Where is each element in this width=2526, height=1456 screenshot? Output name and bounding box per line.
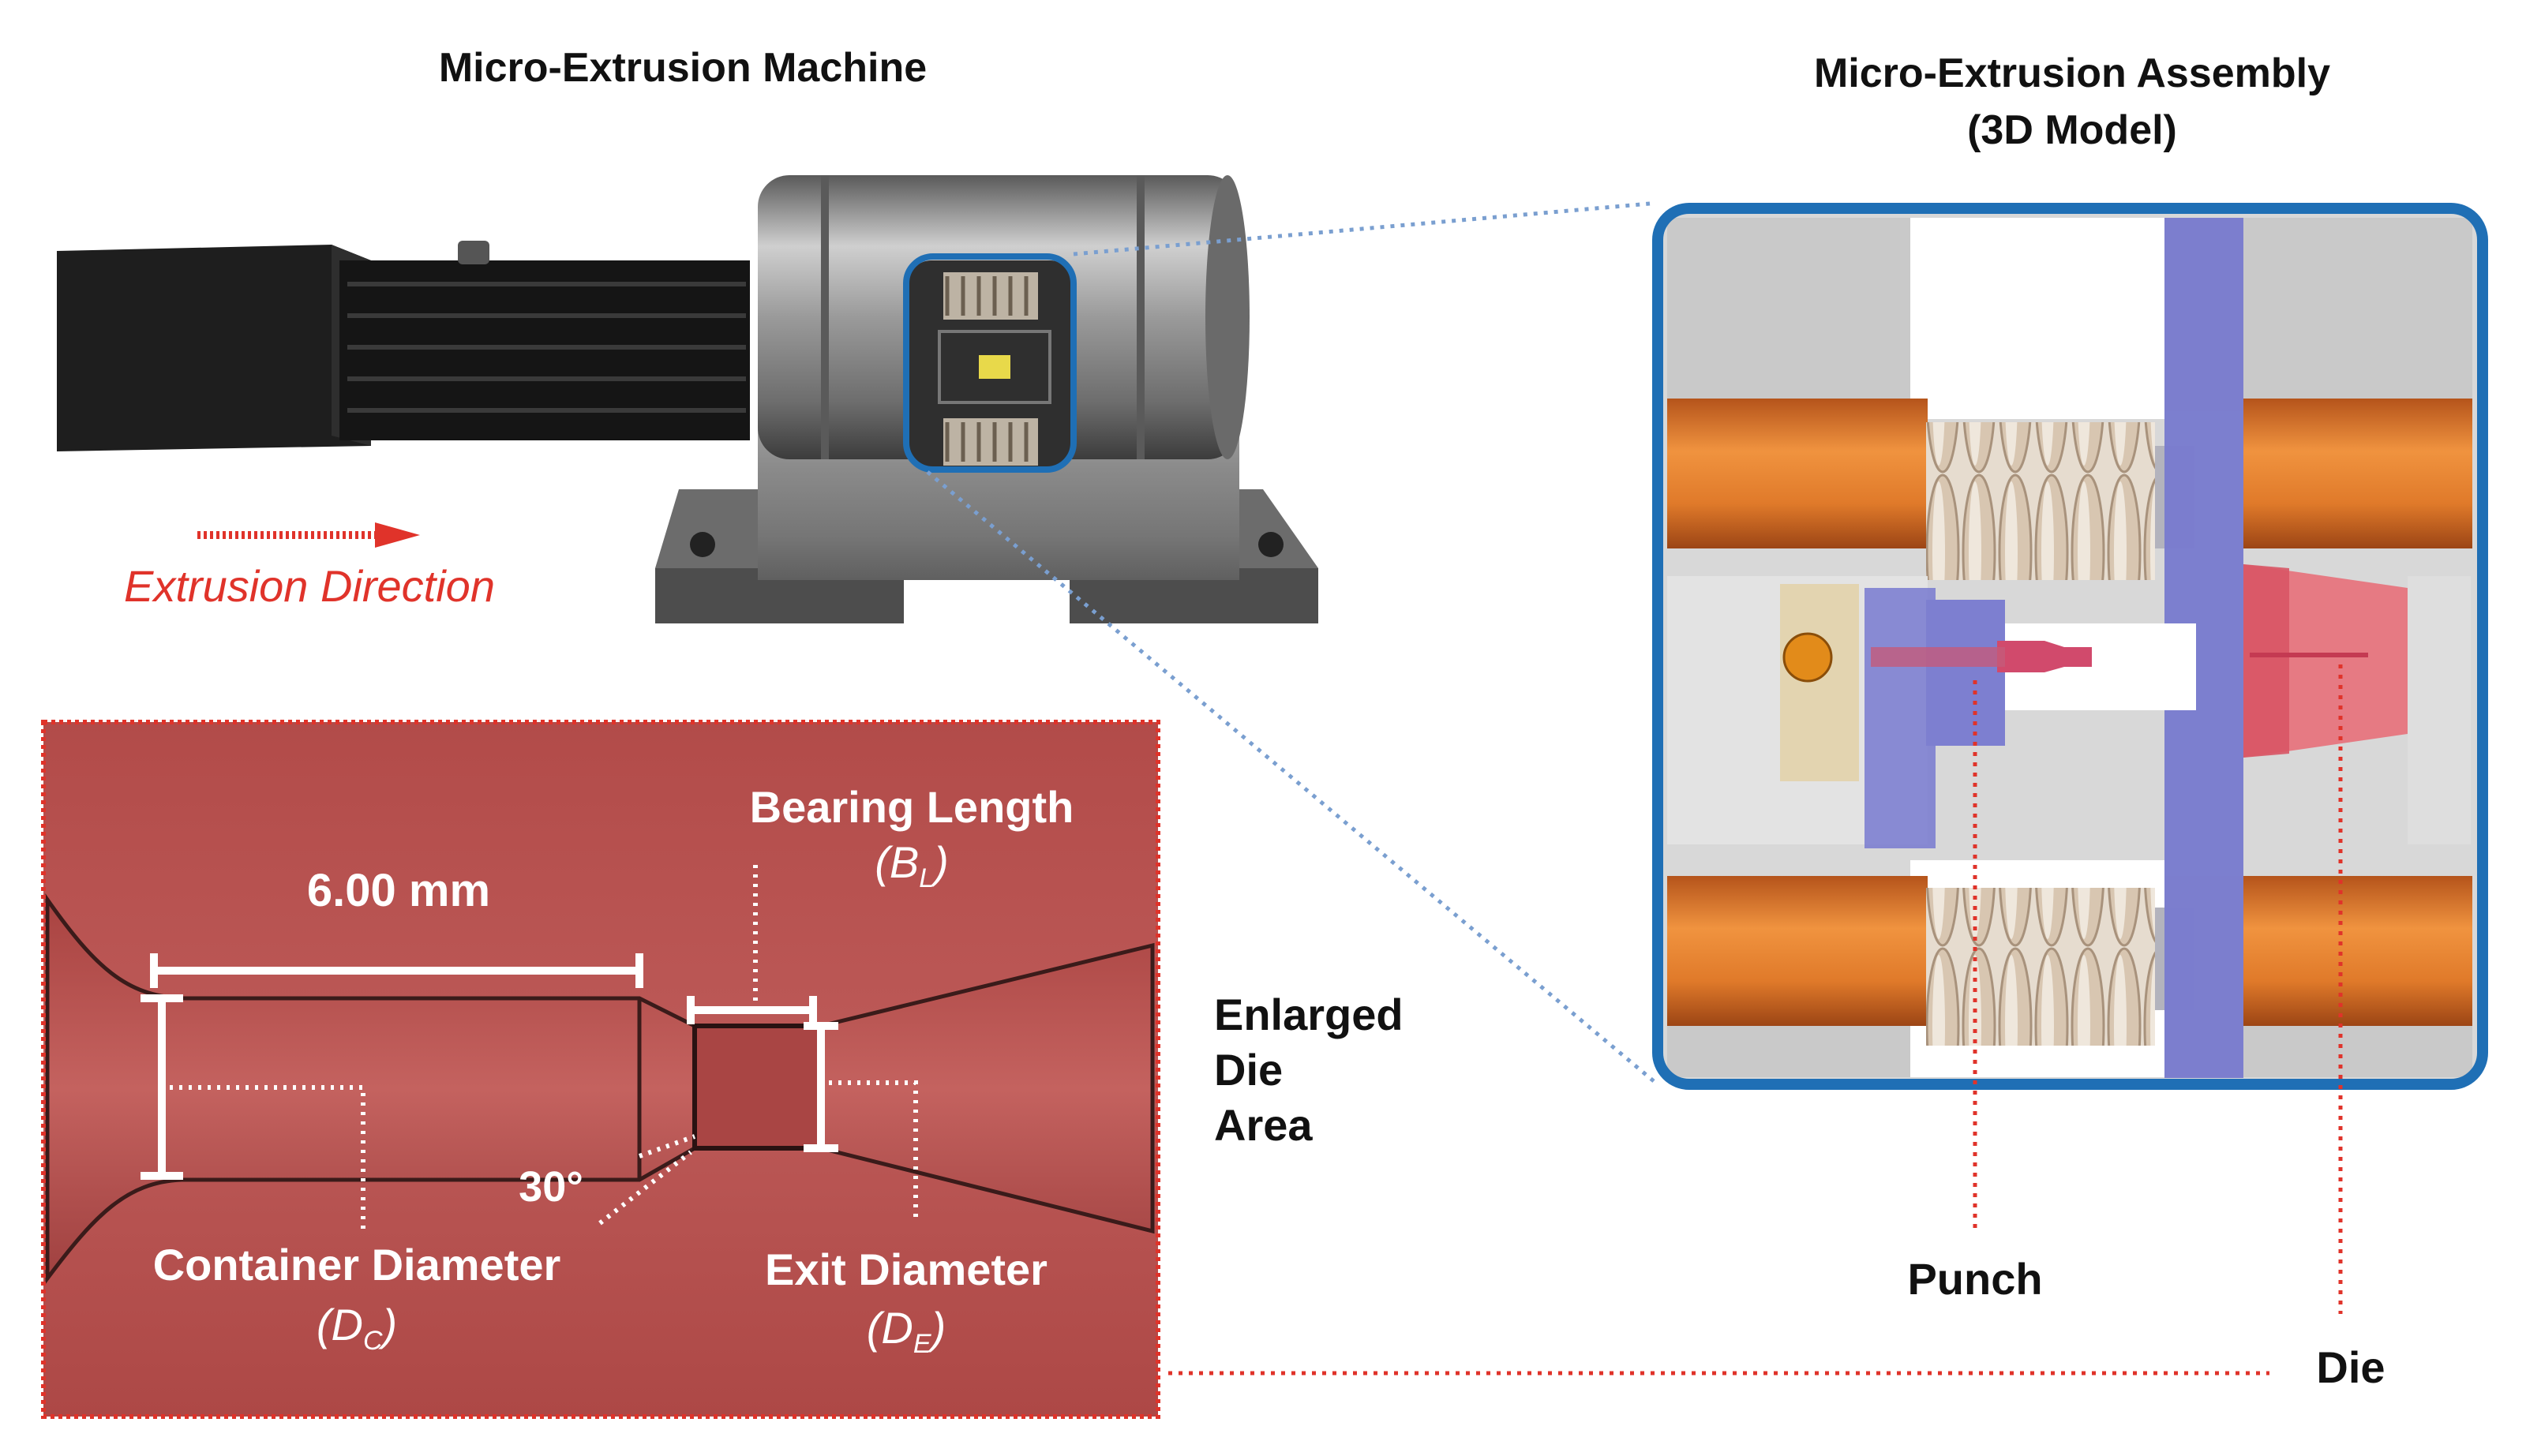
enlarged-line1: Enlarged (1214, 990, 1404, 1039)
machine-title: Micro-Extrusion Machine (439, 45, 927, 91)
bearing-length-label: Bearing Length (750, 782, 1074, 832)
machine-callout-box (903, 253, 1077, 473)
assembly-title: Micro-Extrusion Assembly (1814, 51, 2330, 96)
punch-label: Punch (1907, 1254, 2042, 1304)
angle-label: 30° (519, 1163, 583, 1211)
blue-leader-lines (926, 201, 1655, 1083)
container-symbol: (DC) (317, 1300, 397, 1356)
exit-diameter-label: Exit Diameter (765, 1245, 1048, 1294)
length-label: 6.00 mm (307, 865, 490, 916)
enlarged-die-panel (41, 720, 1160, 1419)
assembly-3d-panel (1652, 203, 2488, 1090)
dotted-leaders-white (170, 864, 918, 1231)
die-label: Die (2316, 1342, 2385, 1392)
pin-ball (1782, 632, 1833, 683)
extrusion-direction-label: Extrusion Direction (124, 561, 495, 611)
assembly-subtitle: (3D Model) (1967, 107, 2177, 153)
machine-window-springs (938, 272, 1051, 466)
exit-symbol: (DE) (867, 1303, 946, 1359)
enlarged-line2: Die (1214, 1045, 1283, 1095)
container-diameter-label: Container Diameter (153, 1240, 561, 1289)
extrusion-direction-arrow (197, 522, 420, 548)
bearing-symbol: (BL) (875, 837, 949, 893)
enlarged-line3: Area (1214, 1100, 1313, 1150)
assembly-callout-box (1652, 203, 2488, 1090)
dimension-lines (141, 953, 838, 1180)
machine-photo (57, 175, 1318, 627)
